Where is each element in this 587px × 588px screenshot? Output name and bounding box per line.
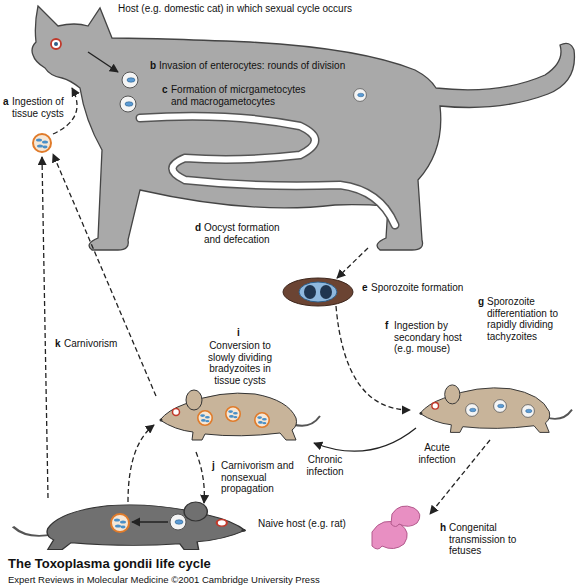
tissue-cyst (198, 411, 212, 425)
cat-arrow (88, 52, 118, 72)
tissue-cyst (33, 134, 51, 152)
annotation: Oocyst formation and defecation (204, 222, 294, 245)
sporocyst (304, 285, 316, 299)
annotation: Ingestion by secondary host (e.g. mouse) (394, 320, 474, 355)
figure-title: The Toxoplasma gondii life cycle (8, 556, 211, 571)
annotation: Congenital transmission to fetuses (449, 522, 534, 557)
oocyst (283, 278, 353, 306)
annotation: Sporozoite differentiation to rapidly di… (487, 296, 579, 342)
annotation: Invasion of enterocytes: rounds of divis… (159, 60, 345, 72)
annotation: Carnivorism and nonsexual propagation (221, 460, 303, 495)
sporocyst (320, 285, 332, 299)
step-letter: c (162, 84, 168, 96)
step-letter: k (55, 338, 61, 350)
annotation: Naive host (e.g. rat) (258, 518, 346, 530)
arrow-chronic (314, 428, 416, 451)
annotation: Acute infection (412, 442, 462, 465)
arrow-j-up (128, 425, 154, 502)
annotation: Carnivorism (64, 338, 117, 350)
step-letter: e (362, 282, 368, 294)
annotation: Conversion to slowly dividing bradyzoite… (200, 340, 280, 386)
arrow-j-down (196, 452, 204, 503)
cat-intestine (140, 116, 395, 225)
oocyst-inner (299, 282, 337, 302)
cat-intestine-outline (140, 116, 395, 225)
step-letter: i (237, 327, 240, 339)
mouse-chronic (160, 390, 321, 440)
fetus (391, 506, 420, 527)
annotation: Host (e.g. domestic cat) in which sexual… (118, 3, 352, 15)
annotation: Ingestion of tissue cysts (12, 96, 70, 119)
tissue-cyst (255, 413, 269, 427)
tachyzoite-cell (522, 405, 535, 418)
tachyzoite-cell (170, 514, 186, 530)
cycle-arrows (42, 88, 490, 514)
cat-eye (51, 39, 61, 49)
annotation: Formation of micrgametocytes and macroga… (171, 84, 321, 107)
arrow-k (42, 157, 48, 498)
step-letter: g (478, 296, 484, 308)
step-letter: f (385, 320, 388, 332)
step-letter: j (212, 460, 215, 472)
tachyzoite-cell (466, 404, 479, 417)
step-letter: h (440, 522, 446, 534)
tachyzoite-cell (494, 400, 507, 413)
enterocyte (120, 96, 136, 112)
step-letter: a (3, 96, 9, 108)
rat-arrow (132, 521, 168, 522)
annotation: Chronic infection (300, 454, 350, 477)
cat-pupil (54, 42, 58, 46)
cat-body (32, 6, 574, 250)
gametocyte-cell (354, 89, 367, 102)
arrow-mouse-to-cyst (53, 154, 156, 396)
mouse-acute (420, 385, 572, 433)
step-letter: d (195, 222, 201, 234)
tissue-cyst (226, 407, 240, 421)
arrow-d (337, 248, 368, 278)
rat (13, 502, 246, 550)
figure-caption: Expert Reviews in Molecular Medicine ©20… (8, 574, 320, 585)
enterocyte (122, 72, 138, 88)
step-letter: b (150, 60, 156, 72)
tissue-cyst (111, 514, 129, 532)
annotation: Sporozoite formation (371, 282, 463, 294)
